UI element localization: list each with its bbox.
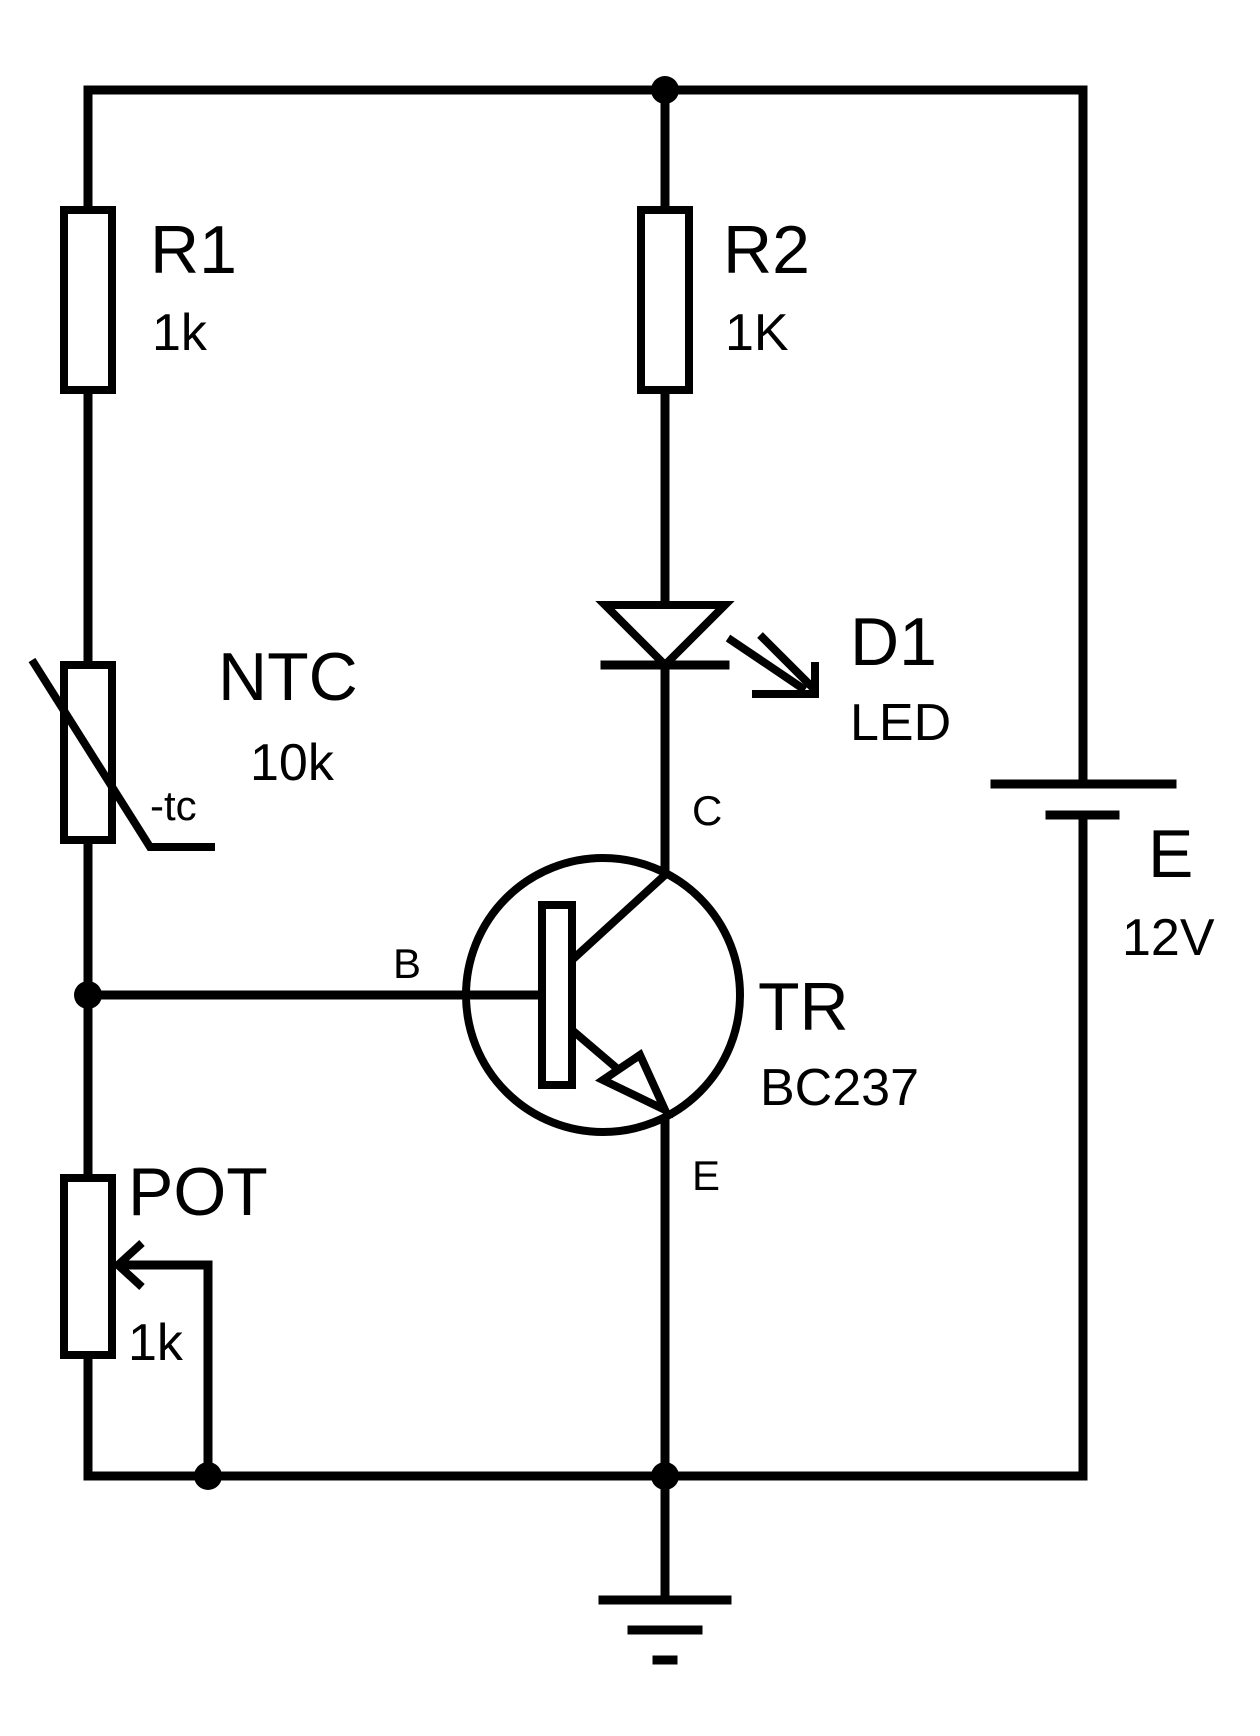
led-emission-arrow-icon (757, 632, 818, 693)
battery-name-label: E (1148, 816, 1193, 892)
r2-name-label: R2 (723, 212, 810, 288)
transistor-pin-b-label: B (393, 940, 421, 987)
ground-symbol-icon (598, 1595, 732, 1665)
led-emission-arrow-icon (725, 634, 808, 694)
potentiometer-wiper-arrow-icon (112, 1240, 145, 1290)
transistor-tr: B C E TR BC237 (393, 787, 919, 1199)
r1-name-label: R1 (150, 212, 237, 288)
junction-dot (74, 981, 102, 1009)
ntc-tag-label: -tc (150, 782, 197, 829)
transistor-base-bar (538, 901, 576, 1089)
junction-dot (194, 1462, 222, 1490)
wires (83, 85, 1088, 1605)
potentiometer-body (60, 1174, 116, 1359)
led-triangle-icon (595, 601, 735, 671)
junction-dot (651, 76, 679, 104)
thermistor-ntc-body (60, 661, 116, 844)
led-d1: D1 LED (595, 601, 951, 752)
d1-name-label: D1 (850, 604, 937, 680)
tr-name-label: TR (758, 969, 849, 1045)
resistor-r1-body (60, 206, 116, 394)
r2-value-label: 1K (725, 304, 789, 362)
wire-pot-wiper (123, 1260, 213, 1481)
junction-dot (651, 1462, 679, 1490)
junctions (74, 76, 679, 1490)
led-arrowhead-icon (752, 662, 819, 698)
resistor-r2: R2 1K (637, 206, 810, 394)
pot-name-label: POT (128, 1154, 268, 1230)
pot-value-label: 1k (128, 1314, 184, 1372)
thermistor-tc-line (28, 657, 215, 851)
transistor-collector-lead (569, 872, 668, 963)
resistor-r1: R1 1k (60, 206, 237, 394)
transistor-pin-e-label: E (692, 1152, 720, 1199)
ntc-name-label: NTC (218, 639, 358, 715)
potentiometer-pot: POT 1k (60, 1154, 268, 1372)
thermistor-ntc: NTC 10k -tc (28, 639, 358, 851)
resistor-r2-body (637, 206, 693, 394)
battery-e: E 12V (990, 779, 1215, 967)
transistor-emitter-arrow-icon (595, 1049, 674, 1119)
battery-value-label: 12V (1122, 909, 1215, 967)
ntc-value-label: 10k (250, 734, 335, 792)
tr-value-label: BC237 (760, 1059, 919, 1117)
d1-value-label: LED (850, 694, 951, 752)
r1-value-label: 1k (152, 304, 208, 362)
transistor-pin-c-label: C (692, 787, 722, 834)
